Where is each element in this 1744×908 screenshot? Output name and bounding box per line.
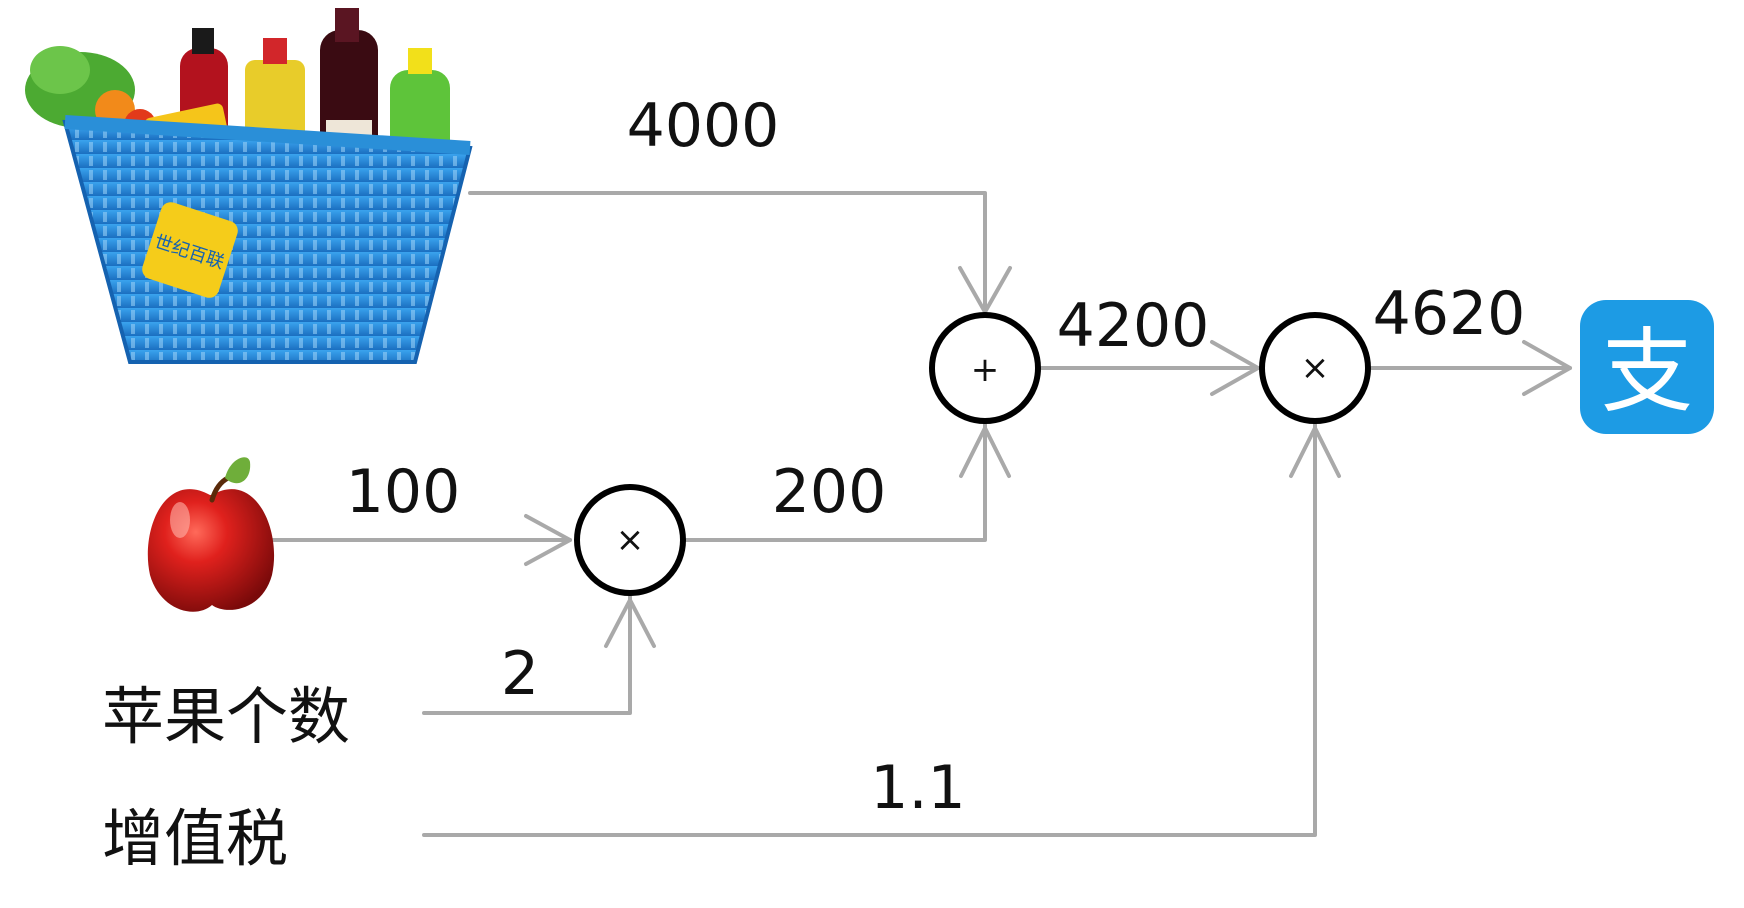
- shopping-basket-icon: 世纪百联: [25, 8, 473, 364]
- add-symbol: +: [971, 350, 1000, 390]
- node-multiply-apple: ×: [574, 484, 686, 596]
- alipay-glyph: 支: [1601, 319, 1693, 426]
- arrowhead-tax-bottom: [1289, 426, 1341, 478]
- arrowhead-mul-bottom: [604, 598, 656, 648]
- apple-icon: [147, 457, 275, 612]
- label-vat: 增值税: [102, 802, 288, 875]
- value-apple-count: 2: [501, 639, 539, 709]
- node-add: +: [929, 312, 1041, 424]
- edge-basket-to-add: [468, 191, 987, 317]
- value-basket: 4000: [627, 91, 780, 161]
- value-apple-total: 200: [772, 457, 887, 527]
- arrowhead-add-bottom: [959, 426, 1011, 478]
- value-final: 4620: [1373, 279, 1526, 349]
- arrowhead-mul-left: [524, 514, 572, 566]
- edges: [268, 191, 1572, 837]
- node-multiply-tax: ×: [1259, 312, 1371, 424]
- multiply-symbol: ×: [616, 520, 645, 560]
- arrowhead-tax-left: [1210, 340, 1260, 396]
- value-subtotal: 4200: [1057, 291, 1210, 361]
- edge-count-to-mul: [422, 593, 632, 715]
- arrowhead-payment: [1522, 340, 1572, 396]
- alipay-icon: 支: [1580, 300, 1714, 434]
- edge-vat-to-tax: [422, 421, 1317, 837]
- multiply-symbol: ×: [1301, 348, 1330, 388]
- edge-mul-to-add: [682, 420, 987, 542]
- label-apple-count: 苹果个数: [102, 680, 350, 753]
- value-tax: 1.1: [870, 753, 965, 823]
- value-apple-price: 100: [346, 457, 461, 527]
